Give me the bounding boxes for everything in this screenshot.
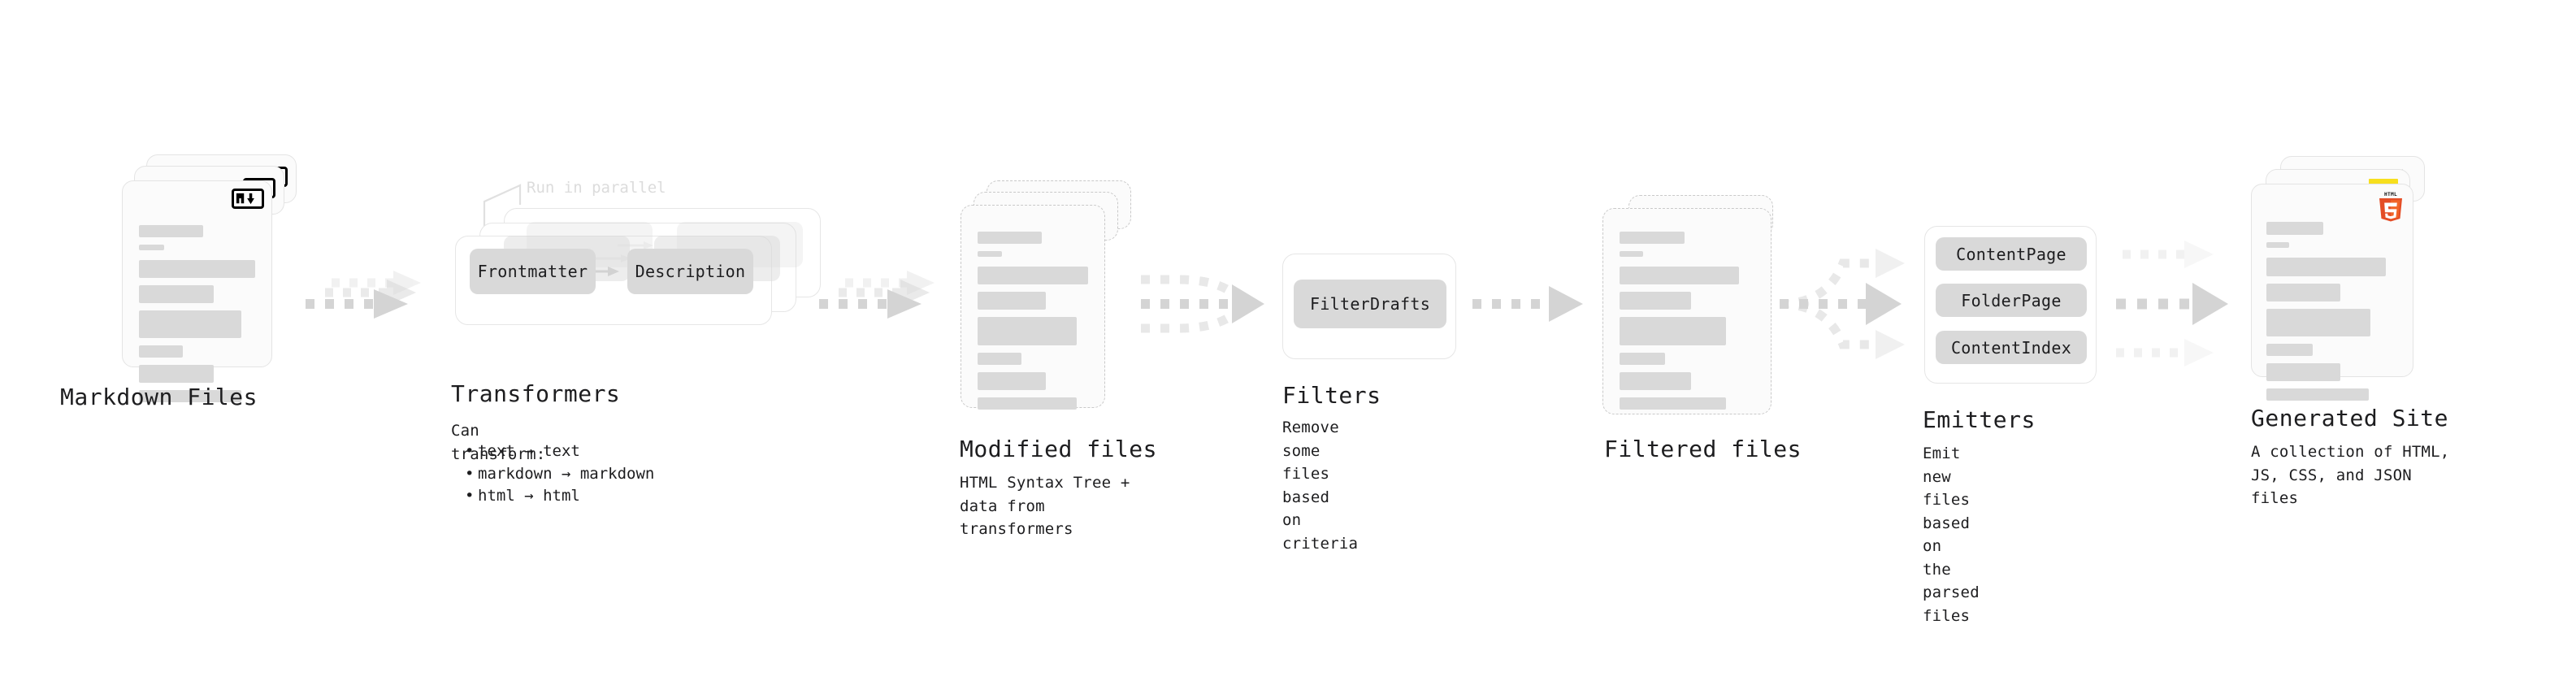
transformer-pill-description-label: Description bbox=[635, 262, 746, 281]
stage-markdown-files: Markdown Files bbox=[60, 154, 297, 410]
stage-generated-site: CSS HTML bbox=[2251, 156, 2454, 507]
stage-title-modified-files: Modified files bbox=[960, 436, 1158, 462]
filtered-file-front bbox=[1602, 208, 1772, 414]
run-in-parallel-label: Run in parallel bbox=[527, 179, 666, 197]
filtered-file-stack bbox=[1602, 195, 1777, 423]
stage-title-emitters: Emitters bbox=[1923, 406, 2036, 433]
svg-text:HTML: HTML bbox=[2384, 192, 2397, 197]
stage-title-transformers: Transformers bbox=[451, 380, 621, 407]
generated-file-placeholder-lines bbox=[2266, 222, 2398, 408]
arrow-emitters-to-site bbox=[2116, 241, 2228, 367]
markdown-file-front bbox=[122, 180, 272, 402]
stage-title-filters: Filters bbox=[1282, 382, 1381, 409]
arrow-filtered-to-emitters bbox=[1779, 249, 1905, 359]
arrow-modified-to-filters bbox=[1141, 275, 1264, 333]
emitters-pill-contentindex[interactable]: ContentIndex bbox=[1936, 331, 2087, 364]
modified-file-stack bbox=[961, 180, 1135, 416]
transformer-pill-frontmatter-label: Frontmatter bbox=[477, 262, 588, 281]
transformer-pill-frontmatter[interactable]: Frontmatter bbox=[470, 249, 596, 294]
stage-title-filtered-files: Filtered files bbox=[1604, 436, 1802, 462]
markdown-icon bbox=[232, 189, 264, 209]
modified-files-desc: HTML Syntax Tree + data from transformer… bbox=[960, 474, 1130, 538]
stage-title-generated-site: Generated Site bbox=[2251, 405, 2449, 432]
modified-file-placeholder-lines bbox=[978, 232, 1088, 417]
generated-file-front-html: HTML bbox=[2251, 184, 2413, 401]
markdown-file-stack bbox=[122, 154, 297, 402]
arrow-transformers-to-modified bbox=[819, 271, 935, 319]
arrow-filters-to-filtered bbox=[1472, 286, 1583, 322]
filters-desc: Remove some files based on criteria bbox=[1282, 419, 1359, 553]
html5-icon: HTML bbox=[2377, 189, 2405, 225]
arrow-markdown-to-transformers bbox=[306, 271, 421, 319]
stage-modified-files: Modified files HTML Syntax Tree + data f… bbox=[960, 180, 1157, 538]
filters-pill-filterdrafts-label: FilterDrafts bbox=[1309, 294, 1431, 314]
markdown-file-placeholder-lines bbox=[139, 225, 255, 410]
stage-filtered-files: Filtered files bbox=[1602, 195, 1802, 462]
emitters-pill-folderpage-label: FolderPage bbox=[1961, 290, 2062, 310]
transformers-bullet-1: markdown → markdown bbox=[465, 463, 654, 486]
emitters-desc: Emit new files based on the parsed files bbox=[1923, 445, 1980, 625]
transformers-bullet-list: text → text markdown → markdown html → h… bbox=[465, 440, 654, 508]
filters-pill-filterdrafts[interactable]: FilterDrafts bbox=[1294, 280, 1446, 328]
modified-file-front bbox=[961, 205, 1105, 410]
filtered-file-placeholder-lines bbox=[1620, 232, 1750, 417]
emitters-pill-contentindex-label: ContentIndex bbox=[1950, 337, 2072, 358]
emitters-pill-folderpage[interactable]: FolderPage bbox=[1936, 284, 2087, 317]
generated-site-desc: A collection of HTML, JS, CSS, and JSON … bbox=[2251, 443, 2450, 507]
emitters-pill-contentpage-label: ContentPage bbox=[1956, 244, 2066, 264]
transformers-bullet-2: html → html bbox=[465, 485, 654, 508]
transformers-bullet-0: text → text bbox=[465, 440, 654, 463]
emitters-pill-contentpage[interactable]: ContentPage bbox=[1936, 237, 2087, 271]
transformer-pill-description[interactable]: Description bbox=[627, 249, 753, 294]
stage-title-markdown-files: Markdown Files bbox=[60, 384, 258, 410]
generated-site-file-stack: CSS HTML bbox=[2251, 156, 2454, 401]
